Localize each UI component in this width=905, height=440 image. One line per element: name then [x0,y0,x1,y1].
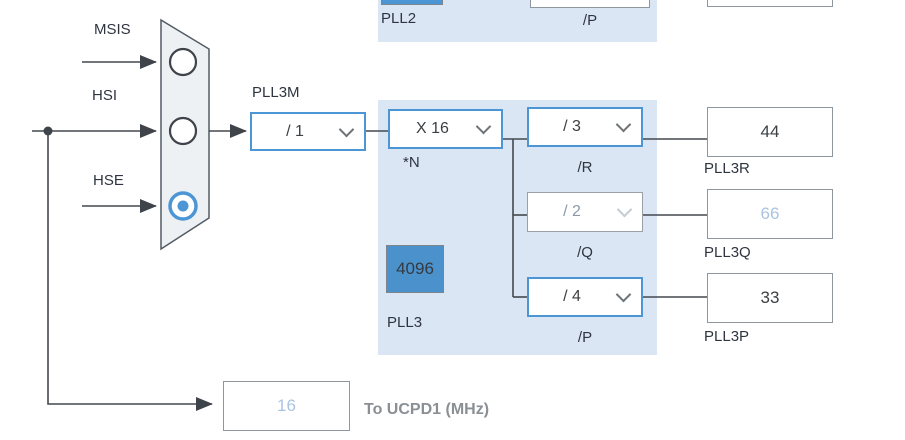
hsi-radio[interactable] [168,116,198,146]
pll3p-freq-value: 33 [760,288,780,307]
pll3-r-label: /R [577,159,593,176]
pll2-title: PLL2 [381,10,417,27]
pll3m-select[interactable]: / 1 [250,112,366,151]
pll3-p-value: / 4 [563,288,581,305]
pll2-p-divider-partial[interactable] [530,0,650,8]
chevron-down-icon [615,286,632,303]
chevron-down-icon [338,121,355,137]
pll3-n-value: X 16 [416,120,449,137]
pll3q-label: PLL3Q [704,244,751,261]
pll3-n-label: *N [403,154,420,171]
pll3-r-value: / 3 [563,118,581,135]
ucpd-freq-box: 16 [223,381,350,431]
hse-label: HSE [93,172,124,189]
msis-radio[interactable] [168,47,198,77]
pll3-q-select: / 2 [527,192,643,232]
ucpd-wire [47,131,213,411]
pll3m-label: PLL3M [252,84,300,101]
pll2-vco-bar [381,0,443,5]
chevron-down-icon [616,201,633,218]
pll3p-freq-box[interactable]: 33 [707,273,833,323]
pll2-p-label: /P [582,12,598,29]
pll3-q-label: /Q [577,244,593,261]
pll3m-value: / 1 [286,122,304,140]
pll3-q-value: / 2 [563,203,581,220]
pll3-n-select[interactable]: X 16 [388,109,503,149]
ucpd-freq-value: 16 [277,396,296,415]
chevron-down-icon [615,116,632,133]
hsi-label: HSI [92,87,118,104]
pll3-p-label: /P [577,329,593,346]
pll2-output-box-partial [707,0,833,7]
pll3q-freq-box: 66 [707,189,833,239]
pll3-r-select[interactable]: / 3 [527,107,643,147]
pll3-title: PLL3 [387,314,423,331]
pll3r-freq-box[interactable]: 44 [707,107,833,157]
pll3q-freq-value: 66 [760,204,780,223]
pll3r-freq-value: 44 [760,122,780,141]
hse-radio[interactable] [168,191,198,221]
pll3p-label: PLL3P [704,328,750,345]
chevron-down-icon [475,118,492,135]
ucpd-label: To UCPD1 (MHz) [364,401,490,418]
msis-label: MSIS [94,21,131,38]
pll3-vco-box: 4096 [386,245,444,293]
pll3-p-select[interactable]: / 4 [527,277,643,317]
pll3r-label: PLL3R [704,160,750,177]
